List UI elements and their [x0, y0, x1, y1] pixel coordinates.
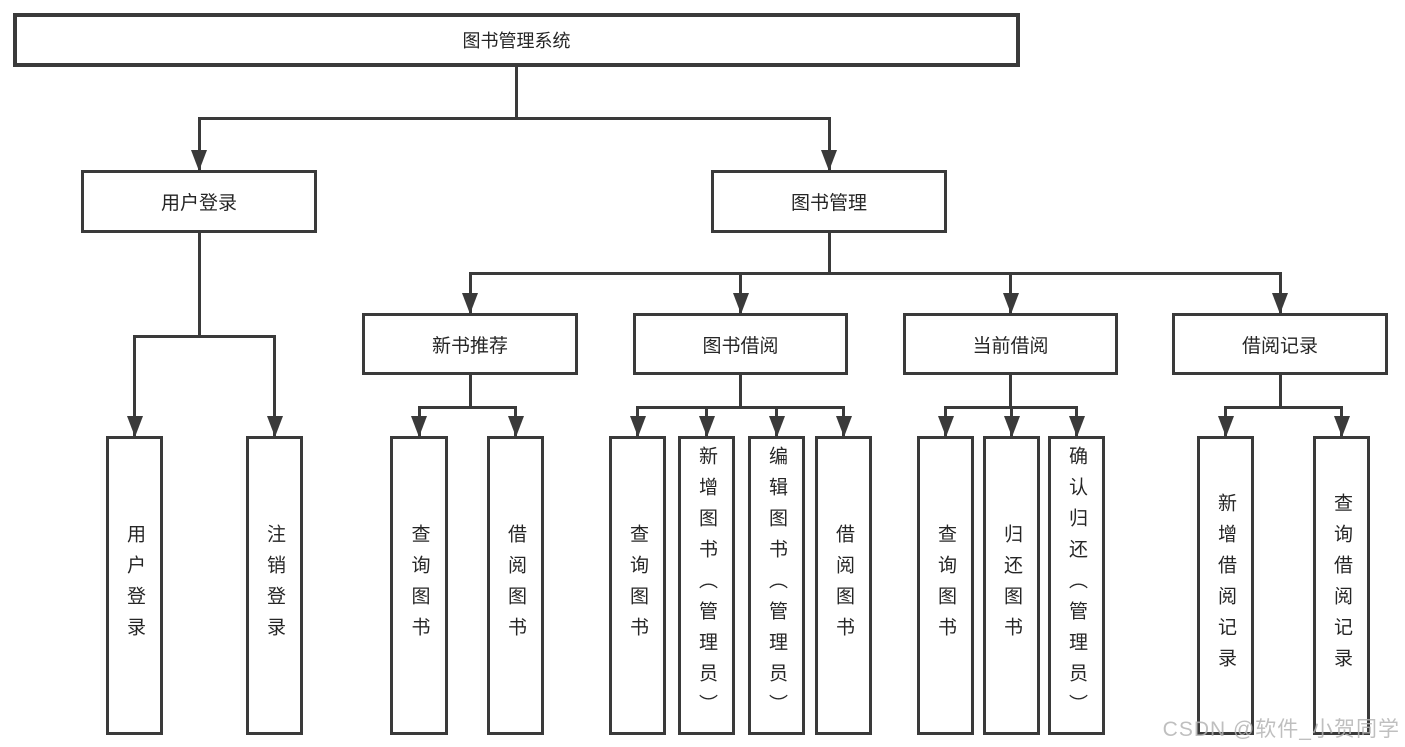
arrow-down-icon: [126, 416, 143, 437]
node-label-leaf-rec-query: 查询图书: [408, 523, 430, 648]
node-label-leaf-bb-borrow: 借阅图书: [833, 523, 854, 648]
node-leaf-br-query: 查询借阅记录: [1313, 436, 1370, 735]
connector-line: [133, 335, 136, 436]
node-label-leaf-bb-query: 查询图书: [627, 523, 648, 648]
node-label-leaf-cb-confirm: 确认归还（管理员）: [1066, 446, 1087, 725]
node-label-leaf-br-add: 新增借阅记录: [1215, 492, 1236, 679]
node-leaf-bb-edit: 编辑图书（管理员）: [748, 436, 805, 735]
connector-line: [739, 375, 742, 409]
connector-line: [827, 233, 831, 275]
node-label-leaf-user-login: 用户登录: [124, 523, 145, 648]
node-label-leaf-cb-query: 查询图书: [935, 523, 956, 648]
arrow-down-icon: [835, 416, 852, 437]
connector-line: [468, 272, 1282, 275]
node-leaf-user-login: 用户登录: [106, 436, 163, 735]
arrow-down-icon: [629, 416, 646, 437]
node-borrow-records: 借阅记录: [1172, 313, 1388, 375]
node-leaf-cb-return: 归还图书: [983, 436, 1040, 735]
node-leaf-br-add: 新增借阅记录: [1197, 436, 1254, 735]
arrow-down-icon: [1217, 416, 1234, 437]
arrow-down-icon: [1272, 293, 1288, 314]
node-leaf-rec-query: 查询图书: [390, 436, 448, 735]
node-label-current-borrow: 当前借阅: [972, 335, 1049, 357]
connector-line: [197, 117, 201, 170]
node-label-book-mgmt: 图书管理: [790, 193, 867, 214]
arrow-down-icon: [1002, 293, 1019, 314]
connector-line: [273, 335, 276, 436]
arrow-down-icon: [732, 293, 749, 314]
node-label-leaf-br-query: 查询借阅记录: [1331, 492, 1352, 679]
connector-line: [1278, 375, 1282, 409]
connector-line: [827, 117, 831, 170]
arrow-down-icon: [698, 416, 715, 437]
connector-line: [1009, 272, 1012, 313]
arrow-down-icon: [937, 416, 954, 437]
connector-line: [417, 406, 517, 409]
connector-line: [1224, 406, 1343, 409]
node-label-leaf-cb-return: 归还图书: [1001, 523, 1022, 648]
node-label-root: 图书管理系统: [462, 31, 571, 51]
node-leaf-bb-query: 查询图书: [609, 436, 666, 735]
arrow-down-icon: [462, 293, 478, 314]
connector-line: [468, 272, 472, 313]
node-new-book-rec: 新书推荐: [362, 313, 578, 375]
node-label-leaf-bb-add: 新增图书（管理员）: [696, 446, 717, 725]
connector-line: [515, 67, 518, 120]
node-current-borrow: 当前借阅: [903, 313, 1118, 375]
node-leaf-logout: 注销登录: [246, 436, 303, 735]
arrow-down-icon: [1068, 416, 1085, 437]
connector-line: [636, 406, 845, 409]
arrow-down-icon: [266, 416, 283, 437]
arrow-down-icon: [191, 150, 207, 171]
node-book-borrow: 图书借阅: [633, 313, 848, 375]
node-leaf-cb-confirm: 确认归还（管理员）: [1048, 436, 1105, 735]
connector-line: [197, 233, 201, 338]
connector-line: [197, 117, 831, 120]
connector-line: [468, 375, 472, 409]
connector-line: [1278, 272, 1282, 313]
node-user-login: 用户登录: [81, 170, 317, 233]
node-leaf-bb-add: 新增图书（管理员）: [678, 436, 735, 735]
connector-line: [133, 335, 276, 338]
node-label-leaf-rec-borrow: 借阅图书: [505, 523, 526, 648]
node-label-leaf-logout: 注销登录: [264, 523, 285, 648]
node-label-leaf-bb-edit: 编辑图书（管理员）: [766, 446, 787, 725]
arrow-down-icon: [507, 416, 524, 437]
connector-line: [739, 272, 742, 313]
node-label-new-book-rec: 新书推荐: [431, 335, 508, 357]
arrow-down-icon: [1333, 416, 1350, 437]
node-leaf-bb-borrow: 借阅图书: [815, 436, 872, 735]
node-leaf-cb-query: 查询图书: [917, 436, 974, 735]
node-leaf-rec-borrow: 借阅图书: [487, 436, 544, 735]
node-label-book-borrow: 图书借阅: [702, 335, 779, 357]
node-book-mgmt: 图书管理: [711, 170, 947, 233]
node-label-user-login: 用户登录: [160, 193, 237, 214]
arrow-down-icon: [768, 416, 785, 437]
arrow-down-icon: [1003, 416, 1020, 437]
arrow-down-icon: [821, 150, 837, 171]
arrow-down-icon: [411, 416, 427, 437]
node-label-borrow-records: 借阅记录: [1241, 335, 1318, 357]
connector-line: [1009, 375, 1012, 409]
node-root: 图书管理系统: [13, 13, 1020, 67]
